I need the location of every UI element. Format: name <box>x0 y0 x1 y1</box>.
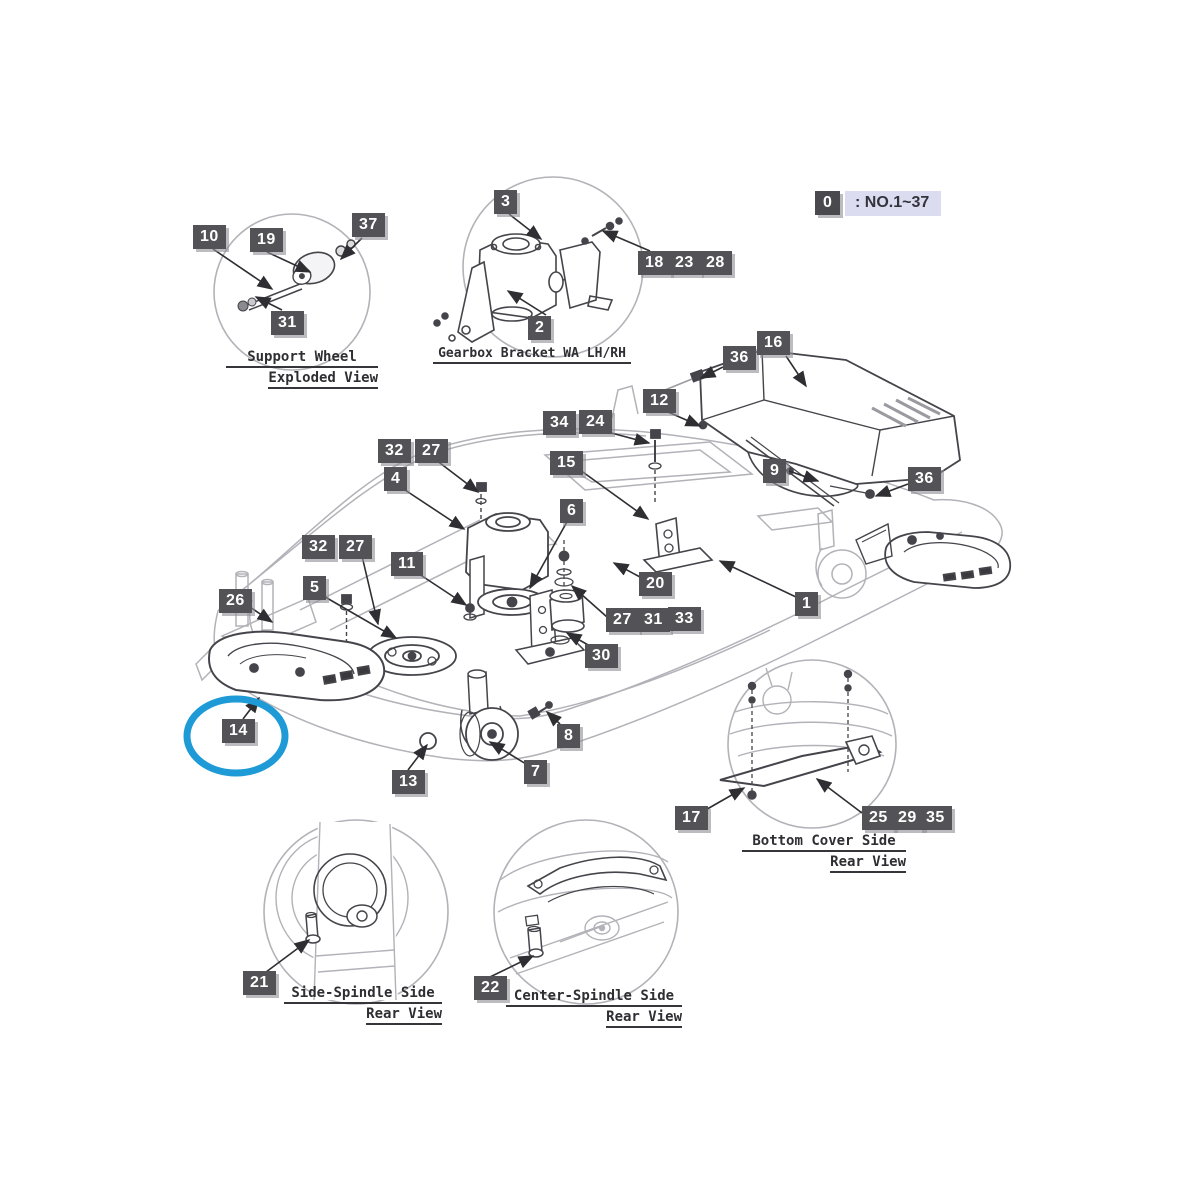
part-label-18: 18 <box>638 251 671 275</box>
part-label-19: 19 <box>250 228 283 252</box>
part-label-13: 13 <box>392 770 425 794</box>
part-label-11: 11 <box>391 552 423 576</box>
caption-side-spindle: Side-Spindle Side Rear View <box>284 985 442 1025</box>
part-label-21: 21 <box>243 971 276 995</box>
part-label-2: 2 <box>528 316 552 340</box>
part-label-32: 32 <box>302 535 335 559</box>
part-label-37: 37 <box>352 213 385 237</box>
caption-line: Rear View <box>830 854 906 873</box>
part-label-7: 7 <box>524 760 548 784</box>
part-label-36: 36 <box>908 467 941 491</box>
right-belt-cover <box>855 522 1011 589</box>
caption-line: Bottom Cover Side <box>742 833 906 852</box>
part-label-26: 26 <box>219 589 252 613</box>
highlight-ellipse-part-14 <box>183 695 289 777</box>
caption-gearbox-bracket: Gearbox Bracket WA LH/RH <box>433 346 631 364</box>
part-label-36: 36 <box>723 346 756 370</box>
caption-bottom-cover: Bottom Cover Side Rear View <box>742 833 906 873</box>
part-label-12: 12 <box>643 389 676 413</box>
deck-dark-parts <box>208 420 714 761</box>
side-spindle-diagram <box>261 819 449 1005</box>
part-label-10: 10 <box>193 225 226 249</box>
leader-lines <box>242 355 909 771</box>
part-label-30: 30 <box>585 644 618 668</box>
caption-line: Gearbox Bracket WA LH/RH <box>433 346 631 364</box>
part-label-29: 29 <box>891 806 924 830</box>
caption-line: Rear View <box>606 1009 682 1028</box>
part-label-3: 3 <box>494 190 518 214</box>
part-label-27: 27 <box>339 535 372 559</box>
part-label-27: 27 <box>606 608 639 632</box>
caption-line: Exploded View <box>268 370 378 389</box>
caption-support-wheel: Support Wheel Exploded View <box>226 349 378 389</box>
part-label-6: 6 <box>560 499 584 523</box>
caption-line: Rear View <box>366 1006 442 1025</box>
part-label-24: 24 <box>579 410 612 434</box>
part-label-23: 23 <box>668 251 701 275</box>
part-label-9: 9 <box>763 459 787 483</box>
caption-center-spindle: Center-Spindle Side Rear View <box>506 988 682 1028</box>
part-label-15: 15 <box>550 451 583 475</box>
part-label-5: 5 <box>303 576 327 600</box>
part-label-1: 1 <box>795 592 819 616</box>
caption-line: Support Wheel <box>226 349 378 368</box>
caption-line: Center-Spindle Side <box>506 988 682 1007</box>
part-label-17: 17 <box>675 806 708 830</box>
legend-range-text: : NO.1~37 <box>845 191 942 216</box>
discharge-cover <box>659 349 961 507</box>
part-label-34: 34 <box>543 411 576 435</box>
caption-line: Side-Spindle Side <box>284 985 442 1004</box>
part-label-31: 31 <box>271 311 304 335</box>
support-wheel-diagram <box>212 213 371 371</box>
part-label-4: 4 <box>384 467 408 491</box>
gearbox-bracket-diagram <box>433 176 651 358</box>
legend-number-badge: 0 <box>815 191 840 215</box>
center-spindle-diagram <box>489 819 679 1005</box>
part-label-8: 8 <box>557 724 581 748</box>
part-label-20: 20 <box>639 572 672 596</box>
bottom-cover-diagram <box>701 659 897 829</box>
part-label-33: 33 <box>668 607 701 631</box>
part-label-31: 31 <box>637 608 670 632</box>
part-label-35: 35 <box>919 806 952 830</box>
part-label-32: 32 <box>378 439 411 463</box>
part-label-27: 27 <box>415 439 448 463</box>
part-label-22: 22 <box>474 976 507 1000</box>
part-label-14: 14 <box>222 719 255 743</box>
part-label-16: 16 <box>757 331 790 355</box>
part-label-25: 25 <box>862 806 895 830</box>
part-label-28: 28 <box>699 251 732 275</box>
